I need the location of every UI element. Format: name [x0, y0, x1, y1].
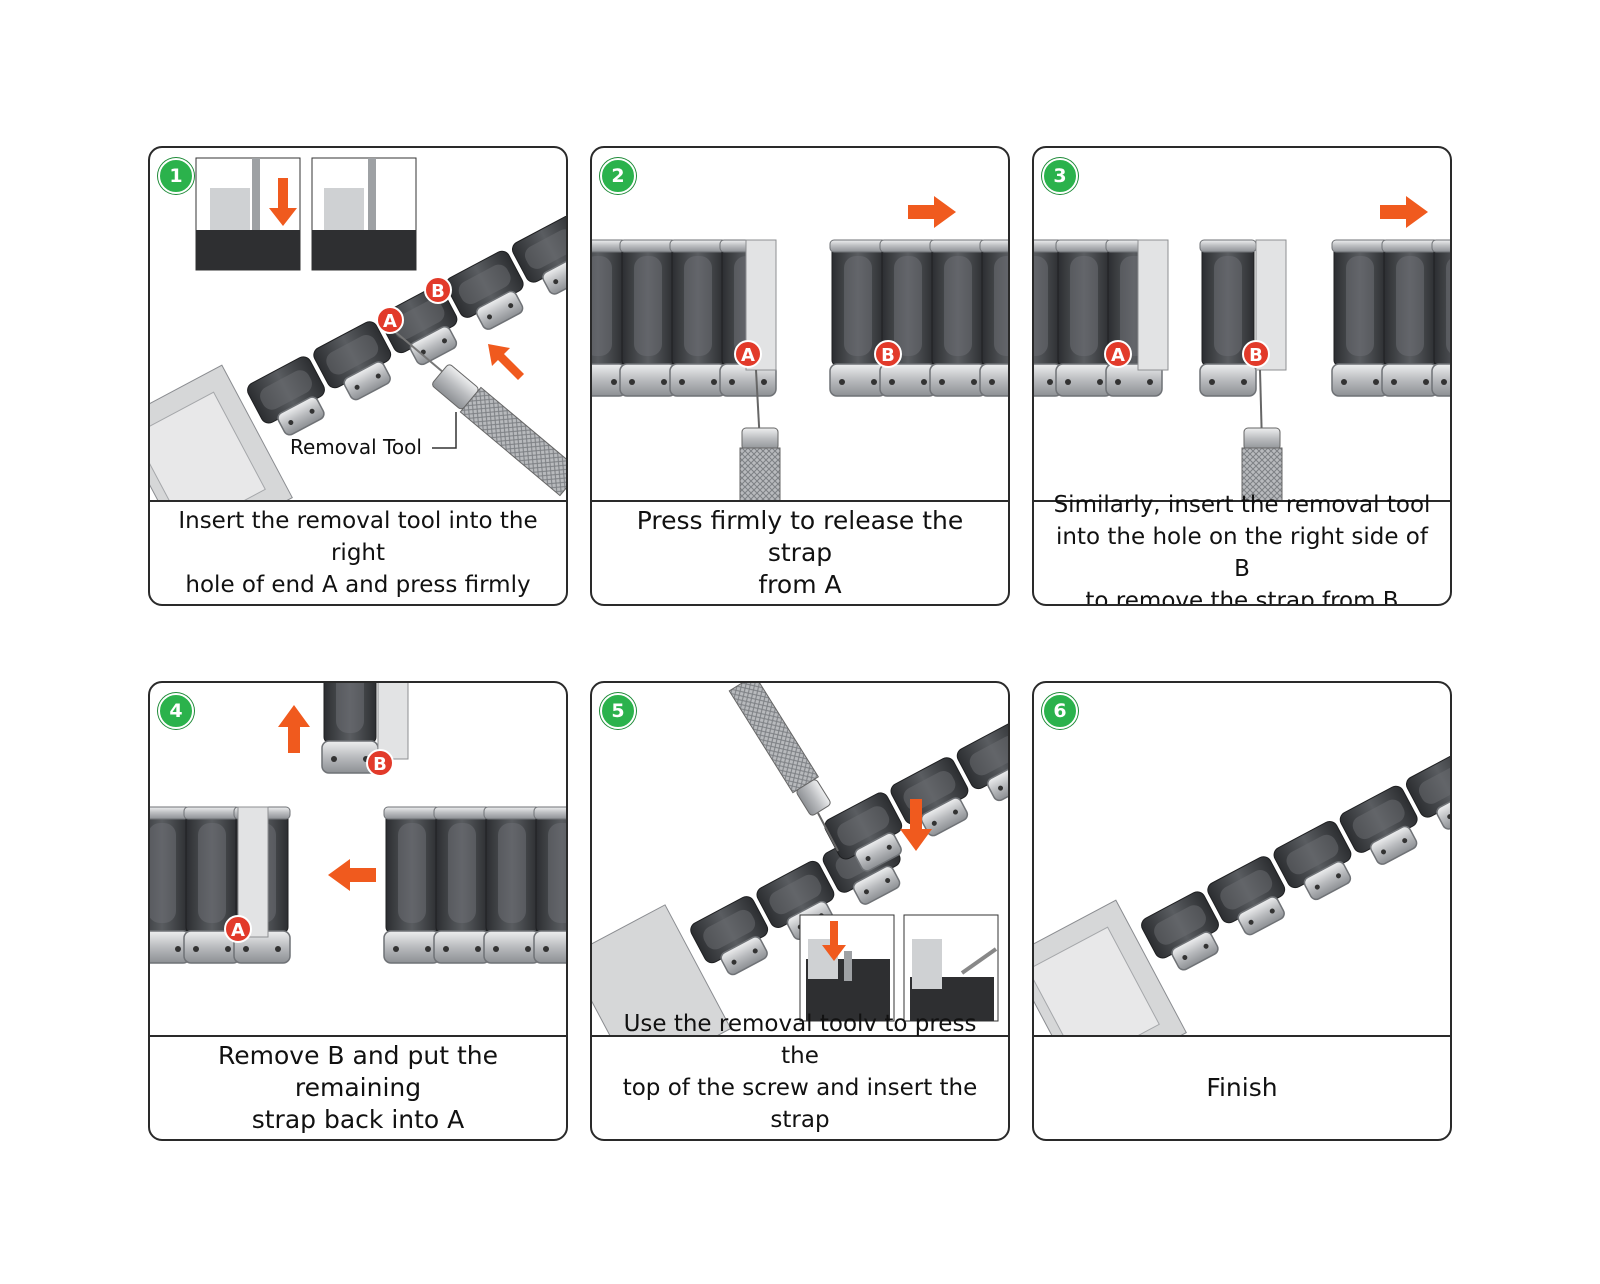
step-number-badge: 3: [1042, 158, 1078, 194]
marker-a: A: [1111, 345, 1125, 366]
step-caption: Similarly, insert the removal tool into …: [1053, 492, 1431, 606]
marker-b: B: [1249, 345, 1263, 366]
step-panel-5: 5 Use the removal toolv to press the top…: [590, 681, 1010, 1141]
step-number-badge: 1: [158, 158, 194, 194]
step-caption: Insert the removal tool into the right h…: [178, 508, 538, 598]
divider: [1034, 500, 1450, 502]
step-3-illustration: A B: [1034, 196, 1450, 500]
step-number-badge: 2: [600, 158, 636, 194]
marker-a: A: [383, 311, 397, 332]
divider: [592, 500, 1008, 502]
step-number-badge: 6: [1042, 693, 1078, 729]
step-number-badge: 4: [158, 693, 194, 729]
step-2-illustration: A B: [592, 196, 1008, 500]
divider: [1034, 1035, 1450, 1037]
step-1-illustration: A B Removal Tool: [150, 157, 566, 500]
step-caption: Remove B and put the remaining strap bac…: [218, 1041, 498, 1134]
step-5-illustration: [592, 683, 1008, 1035]
marker-b: B: [881, 345, 895, 366]
removal-tool-label: Removal Tool: [290, 435, 422, 459]
step-number-badge: 5: [600, 693, 636, 729]
step-caption: Press firmly to release the strap from A: [636, 506, 964, 599]
step-6-illustration: [1034, 747, 1450, 1035]
marker-a: A: [741, 345, 755, 366]
divider: [150, 500, 566, 502]
step-4-illustration: B A: [150, 683, 566, 964]
marker-a: A: [231, 920, 245, 941]
step-caption: Finish: [1206, 1073, 1278, 1102]
divider: [592, 1035, 1008, 1037]
marker-b: B: [373, 754, 387, 775]
step-caption: Use the removal toolv to press the top o…: [622, 1011, 978, 1133]
step-panel-6: 6 Finish: [1032, 681, 1452, 1141]
step-panel-3: 3 A B Similarly, insert the removal tool…: [1032, 146, 1452, 606]
step-panel-2: 2 A B Press firmly to release the strap …: [590, 146, 1010, 606]
step-panel-4: 4 B A Remove B and put the remaining str…: [148, 681, 568, 1141]
step-panel-1: 1 A B Removal Tool Insert th: [148, 146, 568, 606]
marker-b: B: [431, 281, 445, 302]
divider: [150, 1035, 566, 1037]
